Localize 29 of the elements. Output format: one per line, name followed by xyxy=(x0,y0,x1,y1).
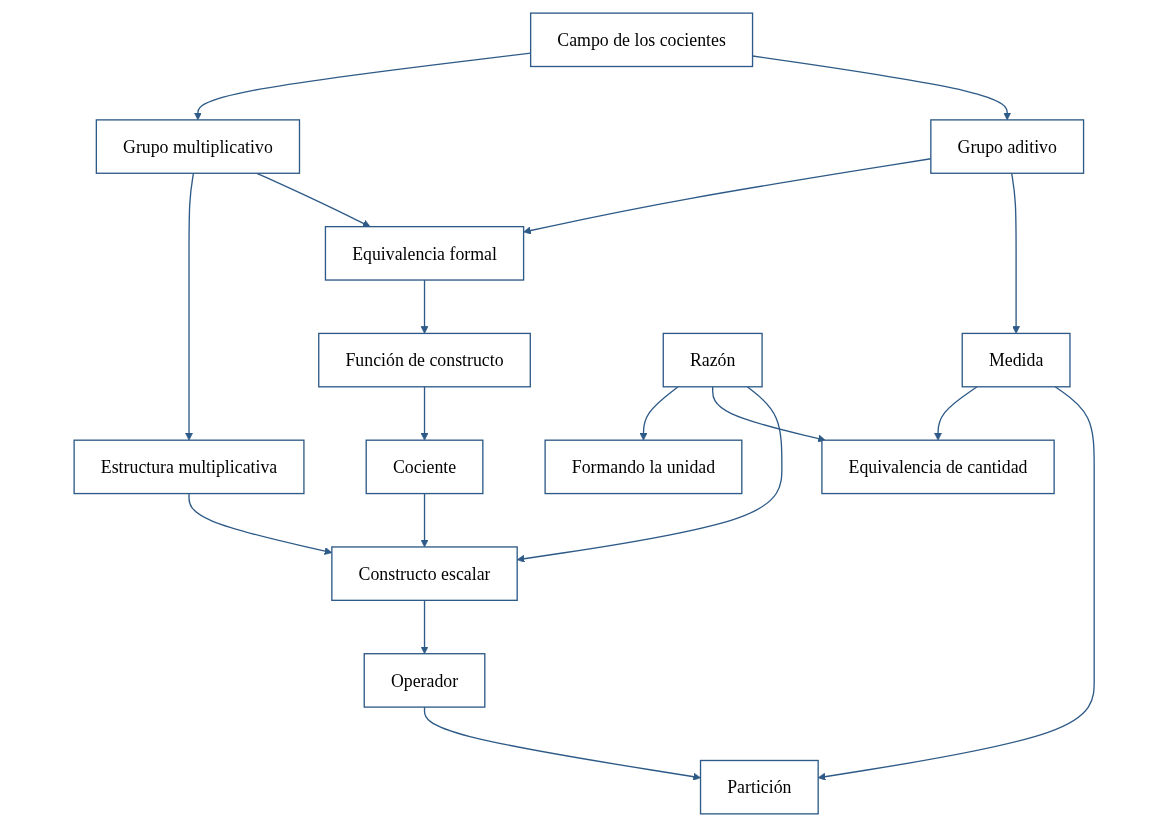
node-box: Estructura multiplicativa xyxy=(73,439,305,495)
arrow xyxy=(517,386,783,563)
arrow xyxy=(420,599,429,655)
node-box: Razón xyxy=(662,332,764,388)
node-box: Medida xyxy=(961,332,1071,388)
node-box: Grupo aditivo xyxy=(930,119,1085,174)
arrow xyxy=(639,386,680,441)
node-box: Campo de los cocientes xyxy=(530,12,754,68)
arrow xyxy=(523,158,932,235)
arrow xyxy=(712,386,827,443)
arrow xyxy=(256,172,371,228)
node-box: Cociente xyxy=(365,439,484,495)
arrow xyxy=(1011,172,1021,334)
arrow xyxy=(818,386,1096,781)
arrow xyxy=(420,492,429,548)
node-box: Constructo escalar xyxy=(331,546,519,601)
arrow xyxy=(420,279,429,334)
node-box: Equivalencia formal xyxy=(325,226,525,281)
node-box: Operador xyxy=(363,653,486,708)
arrow xyxy=(752,55,1012,121)
arrow xyxy=(188,492,333,555)
node-box: Equivalencia de cantidad xyxy=(821,439,1056,495)
node-box: Función de constructo xyxy=(318,332,532,388)
node-box: Partición xyxy=(700,759,820,815)
node-box: Grupo multiplicativo xyxy=(96,119,301,174)
node-box: Formando la unidad xyxy=(544,439,743,495)
arrow xyxy=(420,386,429,441)
arrow xyxy=(934,386,979,441)
arrow xyxy=(185,172,195,441)
